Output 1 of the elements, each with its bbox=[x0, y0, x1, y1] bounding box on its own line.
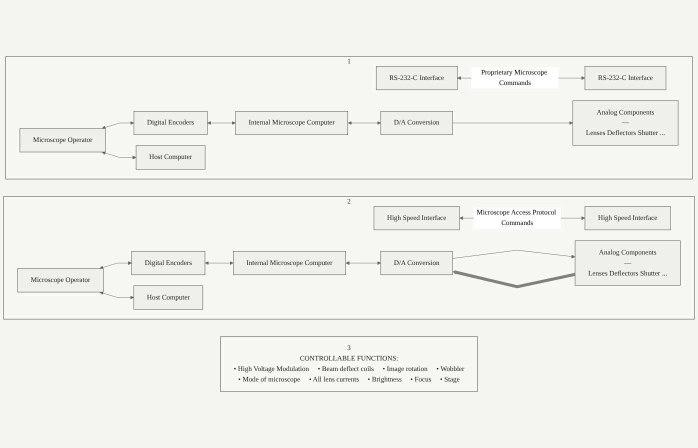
arrow bbox=[452, 270, 576, 288]
